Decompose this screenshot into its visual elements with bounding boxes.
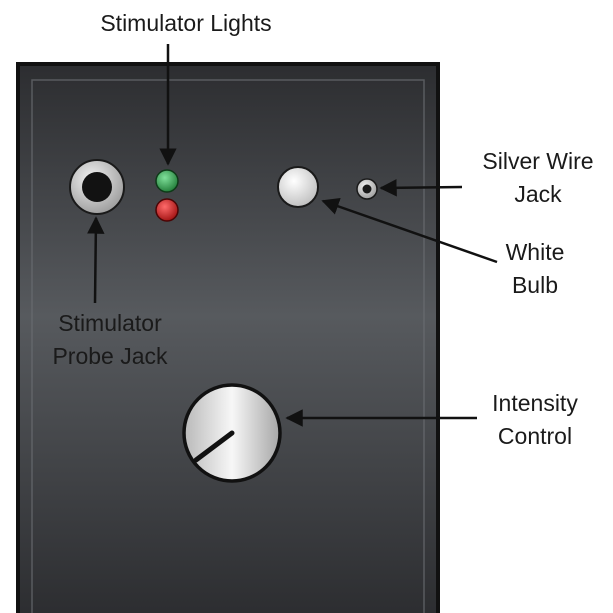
knob-pointer xyxy=(193,430,235,463)
red-light xyxy=(155,198,179,222)
label-stimulator-probe-jack: Stimulator Probe Jack xyxy=(20,307,200,373)
white-bulb xyxy=(277,166,319,208)
intensity-control-knob[interactable] xyxy=(182,383,282,483)
label-stimulator-lights: Stimulator Lights xyxy=(66,7,306,40)
label-stimulator-probe-jack-line1: Stimulator xyxy=(58,310,162,336)
label-white-bulb-line2: Bulb xyxy=(511,272,559,298)
arrow-silver-wire-jack xyxy=(379,179,463,197)
arrow-white-bulb xyxy=(321,197,498,264)
label-intensity-control-line2: Control xyxy=(497,423,573,449)
label-intensity-control: Intensity Control xyxy=(455,387,613,453)
label-white-bulb: White Bulb xyxy=(470,236,600,302)
stimulator-box xyxy=(16,62,440,613)
stimulator-probe-jack[interactable] xyxy=(69,159,125,215)
label-stimulator-lights-text: Stimulator Lights xyxy=(100,10,272,36)
arrow-stimulator-probe-jack xyxy=(87,216,105,304)
label-silver-wire-jack-line1: Silver Wire xyxy=(482,148,594,174)
silver-wire-jack[interactable] xyxy=(356,178,378,200)
label-white-bulb-line1: White xyxy=(505,239,565,265)
label-silver-wire-jack-line2: Jack xyxy=(514,181,562,207)
label-silver-wire-jack: Silver Wire Jack xyxy=(463,145,613,211)
stimulator-lights xyxy=(155,169,179,222)
label-intensity-control-line1: Intensity xyxy=(492,390,578,416)
stimulator-box-inner-border xyxy=(31,79,425,613)
label-stimulator-probe-jack-line2: Probe Jack xyxy=(52,343,168,369)
green-light xyxy=(155,169,179,193)
